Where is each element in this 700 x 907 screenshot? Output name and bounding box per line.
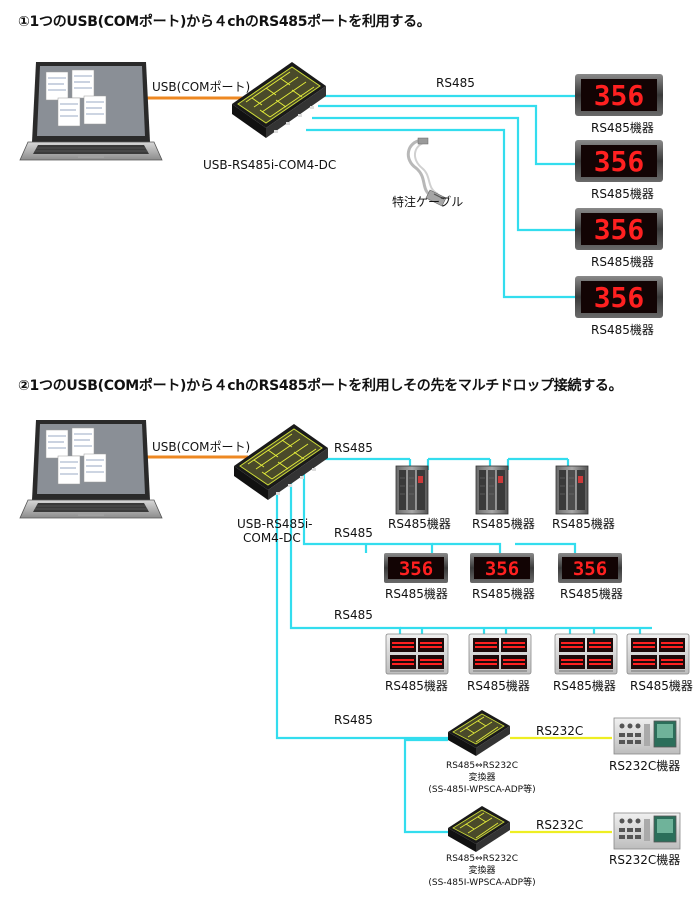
svg-text:356: 356 (594, 281, 645, 314)
svg-text:356: 356 (594, 213, 645, 246)
bus-label: RS485 (334, 608, 373, 622)
device-label: RS485機器 (591, 187, 654, 201)
rs232-converter-label: RS485⇔RS232C 変換器 (SS-485I-WPSCA-ADP等) (420, 760, 544, 796)
converter-line2: 変換器 (468, 773, 496, 783)
svg-text:356: 356 (399, 558, 433, 580)
section2-heading: ②1つのUSB(COMポート)から４chのRS485ポートを利用しその先をマルチ… (18, 378, 623, 394)
led-display: 356 (384, 553, 448, 583)
meter-panel (626, 633, 690, 675)
rs232-converter-label: RS485⇔RS232C 変換器 (SS-485I-WPSCA-ADP等) (420, 853, 544, 889)
led-display-row: 356 356 356 (384, 553, 622, 583)
converter-line1: RS485⇔RS232C (445, 854, 519, 864)
led-display: 356 (575, 74, 663, 116)
laptop-2 (19, 419, 163, 519)
plc-row (395, 465, 589, 515)
converter-line1: RS485⇔RS232C (445, 761, 519, 771)
rs232-converter (447, 709, 511, 757)
rs232-device-label: RS232C機器 (609, 759, 681, 773)
converter-label: USB-RS485i-COM4-DC (203, 158, 337, 172)
device-label: RS485機器 (553, 679, 616, 693)
meter-panel (468, 633, 532, 675)
usb-rs485-converter (231, 61, 327, 139)
converter-label-line1: USB-RS485i- (237, 517, 313, 531)
cable-label: 特注ケーブル (392, 195, 464, 209)
meter-panel (554, 633, 618, 675)
device-label: RS485機器 (385, 587, 448, 601)
bus-label: RS485 (334, 526, 373, 540)
svg-text:356: 356 (594, 145, 645, 178)
device-label: RS485機器 (467, 679, 530, 693)
bus-label: RS485 (334, 713, 373, 727)
svg-text:356: 356 (573, 558, 607, 580)
svg-text:356: 356 (485, 558, 519, 580)
section1-connections (145, 94, 575, 299)
section1-heading: ①1つのUSB(COMポート)から４chのRS485ポートを利用する。 (18, 14, 431, 30)
bus-label: RS485 (334, 441, 373, 455)
plc-device (475, 465, 509, 515)
rs232-lines (510, 736, 612, 834)
converter-line3: (SS-485I-WPSCA-ADP等) (428, 785, 536, 795)
meter-panel (385, 633, 449, 675)
section2-connections (145, 455, 652, 834)
device-label: RS485機器 (591, 323, 654, 337)
converter-label-line2: COM4-DC (243, 531, 301, 545)
rs232-label: RS232C (536, 818, 584, 832)
usb-label-2: USB(COMポート) (152, 440, 251, 454)
laptop (19, 61, 163, 161)
rs232-label: RS232C (536, 724, 584, 738)
rs232-converter (447, 805, 511, 853)
rs232-device-label: RS232C機器 (609, 853, 681, 867)
rs485-cables (306, 94, 575, 299)
device-label: RS485機器 (560, 587, 623, 601)
meter-row (385, 633, 690, 675)
plc-device (395, 465, 429, 515)
led-display: 356 (575, 208, 663, 250)
usb-rs485-converter-2 (233, 423, 329, 501)
device-label: RS485機器 (472, 517, 535, 531)
device-label: RS485機器 (591, 255, 654, 269)
led-display: 356 (470, 553, 534, 583)
led-display: 356 (558, 553, 622, 583)
device-label: RS485機器 (472, 587, 535, 601)
svg-text:356: 356 (594, 79, 645, 112)
rs485-bus-lines (275, 457, 652, 834)
led-display: 356 (575, 140, 663, 182)
plc-device (555, 465, 589, 515)
converter-line3: (SS-485I-WPSCA-ADP等) (428, 878, 536, 888)
usb-label: USB(COMポート) (152, 80, 251, 94)
device-label: RS485機器 (591, 121, 654, 135)
device-label: RS485機器 (630, 679, 693, 693)
section1-displays: 356 356 356 356 (575, 74, 663, 318)
device-label: RS485機器 (388, 517, 451, 531)
device-label: RS485機器 (552, 517, 615, 531)
device-label: RS485機器 (385, 679, 448, 693)
converter-line2: 変換器 (468, 866, 496, 876)
led-display: 356 (575, 276, 663, 318)
rs232-device (613, 812, 681, 850)
rs232-device (613, 717, 681, 755)
rs485-label: RS485 (436, 76, 475, 90)
